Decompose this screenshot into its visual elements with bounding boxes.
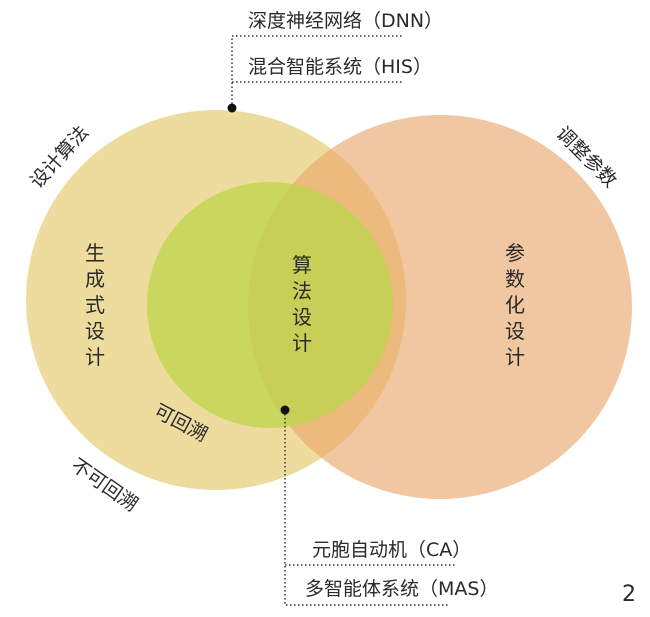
label-parametric-design: 参数化设计 (505, 241, 525, 369)
label-algorithmic-design: 算法设计 (292, 253, 312, 355)
label-generative-design: 生成式设计 (85, 241, 105, 369)
label-ca: 元胞自动机（CA） (312, 539, 472, 561)
label-mas: 多智能体系统（MAS） (305, 578, 499, 600)
top-callout-lines (231, 35, 402, 108)
center-circle (147, 182, 393, 428)
bottom-callout-dot (280, 405, 290, 415)
figure-number: 2 (622, 582, 636, 607)
bottom-callout-lines (284, 410, 455, 606)
label-dnn: 深度神经网络（DNN） (248, 10, 444, 32)
top-callout-dot (227, 103, 237, 113)
label-his: 混合智能系统（HIS） (248, 56, 432, 78)
